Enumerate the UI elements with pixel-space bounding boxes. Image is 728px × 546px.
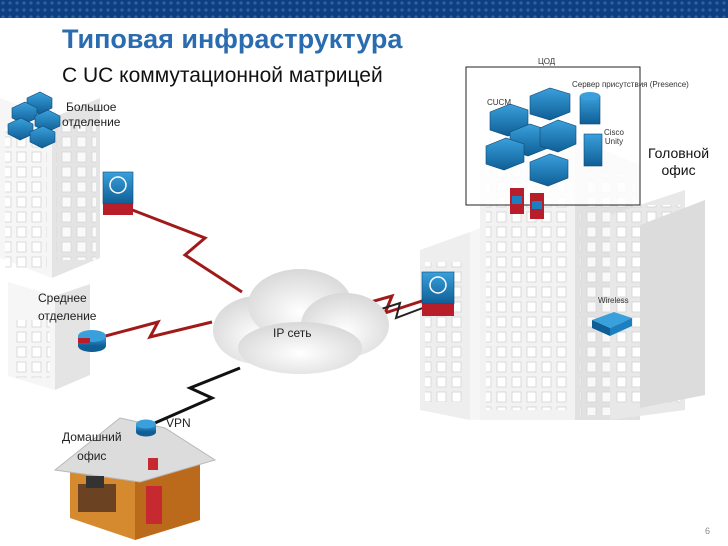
ip-cloud-label: IP сеть bbox=[273, 326, 312, 340]
wireless-controller-icon bbox=[592, 312, 632, 336]
wan-link-headquarters bbox=[359, 293, 426, 316]
firewall-router-icon bbox=[421, 271, 455, 316]
top-decorative-bar bbox=[0, 0, 728, 18]
slide-title: Типовая инфраструктура bbox=[62, 24, 403, 54]
slide-subtitle: С UC коммутационной матрицей bbox=[62, 64, 383, 87]
medium-branch-building bbox=[8, 282, 90, 390]
server-icon bbox=[529, 153, 569, 187]
router-icon bbox=[78, 330, 106, 352]
medium-branch-label: Среднее отделение bbox=[38, 291, 97, 323]
presence-server-icon bbox=[579, 92, 601, 125]
firewall-icon bbox=[530, 193, 544, 219]
firewall-icon bbox=[510, 188, 524, 214]
wan-link-medium-branch bbox=[97, 319, 213, 340]
vpn-label: VPN bbox=[166, 416, 191, 430]
presence-server-label: Сервер присутствия (Presence) bbox=[572, 80, 689, 89]
vpn-link-home-office bbox=[147, 366, 241, 428]
server-icon bbox=[485, 137, 525, 171]
wireless-label: Wireless bbox=[598, 296, 629, 305]
datacenter-label: ЦОД bbox=[538, 57, 556, 66]
wan-link-headquarters-dark bbox=[371, 301, 429, 320]
firewall-router-icon bbox=[102, 171, 134, 215]
router-icon bbox=[136, 419, 156, 437]
switch-icon bbox=[29, 125, 56, 149]
page-number: 6 bbox=[704, 526, 710, 536]
unity-server-icon bbox=[583, 133, 603, 167]
home-office-label: Домашний офис bbox=[62, 430, 122, 463]
cucm-server-icon bbox=[529, 87, 571, 121]
ip-cloud bbox=[213, 269, 389, 374]
headquarters-label: Головной офис bbox=[648, 145, 710, 178]
cucm-label: CUCM bbox=[487, 98, 511, 107]
home-office-house bbox=[53, 417, 217, 540]
wan-link-large-branch bbox=[121, 204, 243, 294]
large-branch-building bbox=[0, 98, 100, 278]
server-icon bbox=[539, 119, 577, 153]
unity-label: Cisco Unity bbox=[604, 128, 625, 146]
large-branch-label: Большое отделение bbox=[62, 100, 121, 129]
headquarters-building bbox=[420, 138, 705, 420]
